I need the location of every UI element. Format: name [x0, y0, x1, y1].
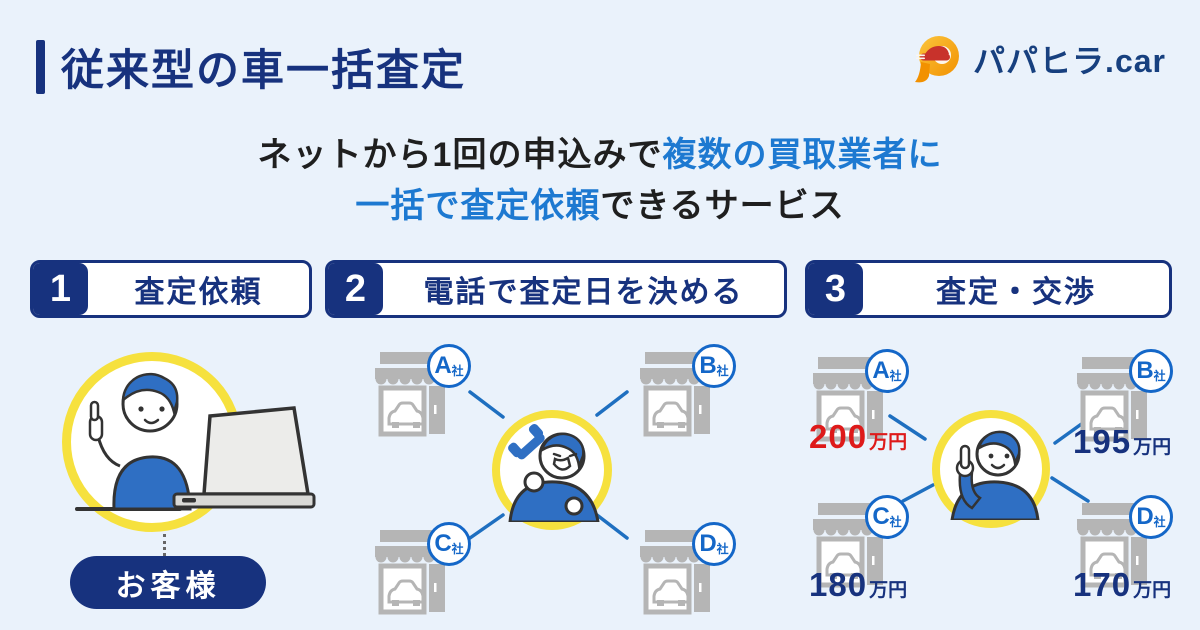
step-1-label: 査定依頼	[134, 276, 263, 309]
store-a: A 社	[813, 349, 909, 443]
store-d: D 社	[640, 522, 736, 616]
store-c: C 社	[375, 522, 471, 616]
company-d-badge: D 社	[1129, 495, 1173, 539]
customer-pill: お客様	[70, 556, 266, 609]
pointing-person-circle	[932, 410, 1050, 528]
store-c: C 社	[813, 495, 909, 589]
title-accent-bar	[36, 40, 45, 94]
company-b-badge: B 社	[1129, 349, 1173, 393]
subtitle-seg2: 複数の買取業者に	[662, 136, 943, 174]
customer-connector-line	[163, 534, 166, 556]
phone-call-diagram: A 社 B 社 C 社 D 社	[325, 338, 787, 630]
page-title: 従来型の車一括査定	[61, 47, 466, 95]
store-b: B 社	[1077, 349, 1173, 443]
step-1-column: 1 査定依頼 お客様	[30, 260, 316, 630]
company-a-badge: A 社	[427, 344, 471, 388]
step-2-column: 2 電話で査定日を決める A 社 B 社	[325, 260, 787, 630]
pointing-person-illustration	[950, 430, 1040, 522]
step-3-number: 3	[808, 263, 863, 315]
step-2-number: 2	[328, 263, 383, 315]
step-1-header: 1 査定依頼	[30, 260, 312, 318]
step-1-number: 1	[33, 263, 88, 315]
company-d-badge: D 社	[692, 522, 736, 566]
company-a-badge: A 社	[865, 349, 909, 393]
phone-person-illustration	[508, 423, 600, 524]
page-header: 従来型の車一括査定	[36, 36, 466, 98]
logo-p-icon	[915, 36, 960, 83]
brand-name: パパヒラ.car	[973, 43, 1166, 79]
store-a: A 社	[375, 344, 471, 438]
brand-logo: パパヒラ.car	[911, 32, 1166, 86]
subtitle-seg4: できるサービス	[600, 187, 845, 225]
company-b-badge: B 社	[692, 344, 736, 388]
step-3-label: 査定・交渉	[936, 276, 1096, 309]
service-description: ネットから1回の申込みで複数の買取業者に 一括で査定依頼できるサービス	[0, 130, 1200, 232]
store-d: D 社	[1077, 495, 1173, 589]
customer-with-laptop-illustration	[75, 372, 316, 511]
step-3-header: 3 査定・交渉	[805, 260, 1172, 318]
subtitle-seg1: ネットから1回の申込みで	[257, 136, 663, 174]
store-b: B 社	[640, 344, 736, 438]
connector-lines	[468, 390, 629, 540]
subtitle-seg3: 一括で査定依頼	[355, 187, 601, 225]
step-2-header: 2 電話で査定日を決める	[325, 260, 787, 318]
step-2-label: 電話で査定日を決める	[423, 276, 744, 309]
company-c-badge: C 社	[427, 522, 471, 566]
company-c-badge: C 社	[865, 495, 909, 539]
phone-person-circle	[492, 410, 612, 530]
